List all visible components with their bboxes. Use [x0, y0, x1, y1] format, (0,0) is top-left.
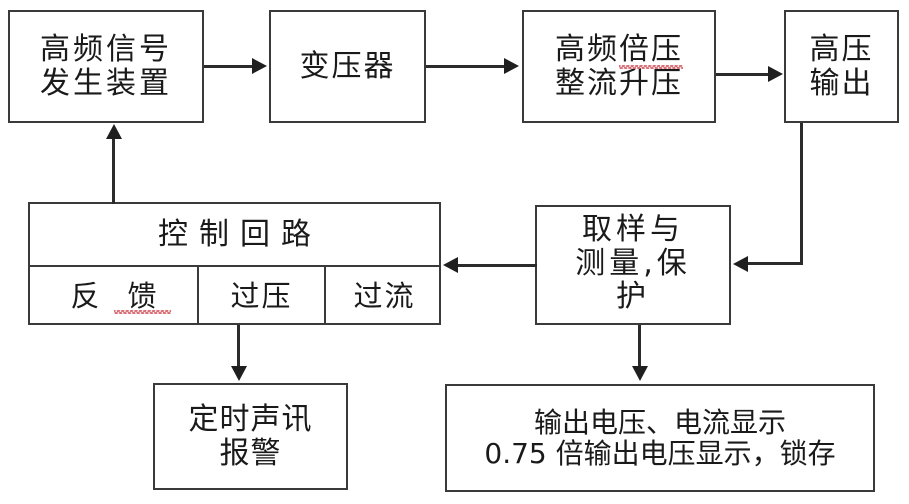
block-alarm-line2: 报警 — [219, 435, 282, 471]
block-hv-output-line2: 输出 — [809, 65, 874, 101]
control-cell-separator-2 — [324, 265, 326, 323]
block-hf-voltage-multiplier-rectifier[interactable]: 高频倍压 整流升压 — [522, 10, 716, 123]
control-cell-overcurrent[interactable]: 过流 — [353, 278, 416, 313]
block-display-line2: 0.75 倍输出电压显示，锁存 — [484, 437, 836, 470]
block-hf-gen-line1: 高频信号 — [40, 31, 172, 67]
block-multiplier-line1: 高频倍压 — [555, 31, 683, 69]
control-cell-separator-1 — [197, 265, 199, 323]
control-cell-feedback-char1: 反 — [70, 278, 114, 313]
connector-multiplier-hvout-arrowhead — [768, 66, 783, 82]
connector-multiplier-hvout-line — [716, 73, 770, 76]
block-control-loop[interactable]: 控制回路 反馈 过压 过流 — [28, 202, 441, 325]
connector-hvout-sampling-arrowhead — [733, 256, 748, 272]
connector-control-hfgen-arrowhead — [106, 124, 122, 139]
connector-transformer-multiplier-line — [426, 65, 506, 68]
connector-sampling-display-vertical — [638, 325, 641, 370]
block-high-voltage-output[interactable]: 高压 输出 — [784, 10, 899, 123]
block-multiplier-line1-prefix: 高频 — [555, 31, 619, 67]
connector-control-hfgen-vertical — [112, 138, 115, 204]
control-cell-overvoltage[interactable]: 过压 — [230, 278, 293, 313]
connector-control-alarm-vertical — [237, 325, 240, 370]
block-transformer-line1: 变压器 — [299, 48, 396, 84]
connector-hvout-sampling-vertical — [800, 123, 803, 265]
connector-hfgen-transformer-arrowhead — [252, 58, 267, 74]
block-display-line1: 输出电压、电流显示 — [533, 405, 786, 439]
block-high-frequency-signal-generator[interactable]: 高频信号 发生装置 — [8, 10, 204, 123]
block-sampling-line2: 测量,保 — [575, 245, 691, 281]
block-timed-voice-alarm[interactable]: 定时声讯 报警 — [153, 383, 348, 490]
connector-transformer-multiplier-arrowhead — [504, 58, 519, 74]
control-loop-divider — [30, 265, 439, 267]
block-transformer[interactable]: 变压器 — [269, 10, 426, 123]
control-cell-feedback[interactable]: 反馈 — [30, 267, 197, 323]
block-output-voltage-current-display[interactable]: 输出电压、电流显示 0.75 倍输出电压显示，锁存 — [445, 384, 875, 492]
connector-sampling-display-arrowhead — [632, 366, 648, 381]
connector-hvout-sampling-horizontal — [748, 262, 803, 265]
connector-hfgen-transformer-line — [204, 65, 254, 68]
block-alarm-line1: 定时声讯 — [188, 401, 313, 437]
block-hf-gen-line2: 发生装置 — [40, 65, 172, 101]
block-hv-output-line1: 高压 — [809, 31, 874, 67]
block-sampling-line3: 护 — [616, 279, 650, 315]
block-multiplier-line1-misspelled: 倍压 — [619, 31, 683, 69]
block-control-loop-title: 控制回路 — [158, 216, 322, 252]
block-multiplier-line2: 整流升压 — [555, 65, 683, 101]
block-sampling-measurement-protection[interactable]: 取样与 测量,保 护 — [535, 205, 731, 325]
block-sampling-line1: 取样与 — [582, 212, 684, 247]
control-cell-feedback-char2-misspelled: 馈 — [113, 279, 171, 315]
connector-control-alarm-arrowhead — [231, 366, 247, 381]
connector-sampling-control-line — [458, 264, 537, 267]
connector-sampling-control-arrowhead — [443, 257, 458, 273]
